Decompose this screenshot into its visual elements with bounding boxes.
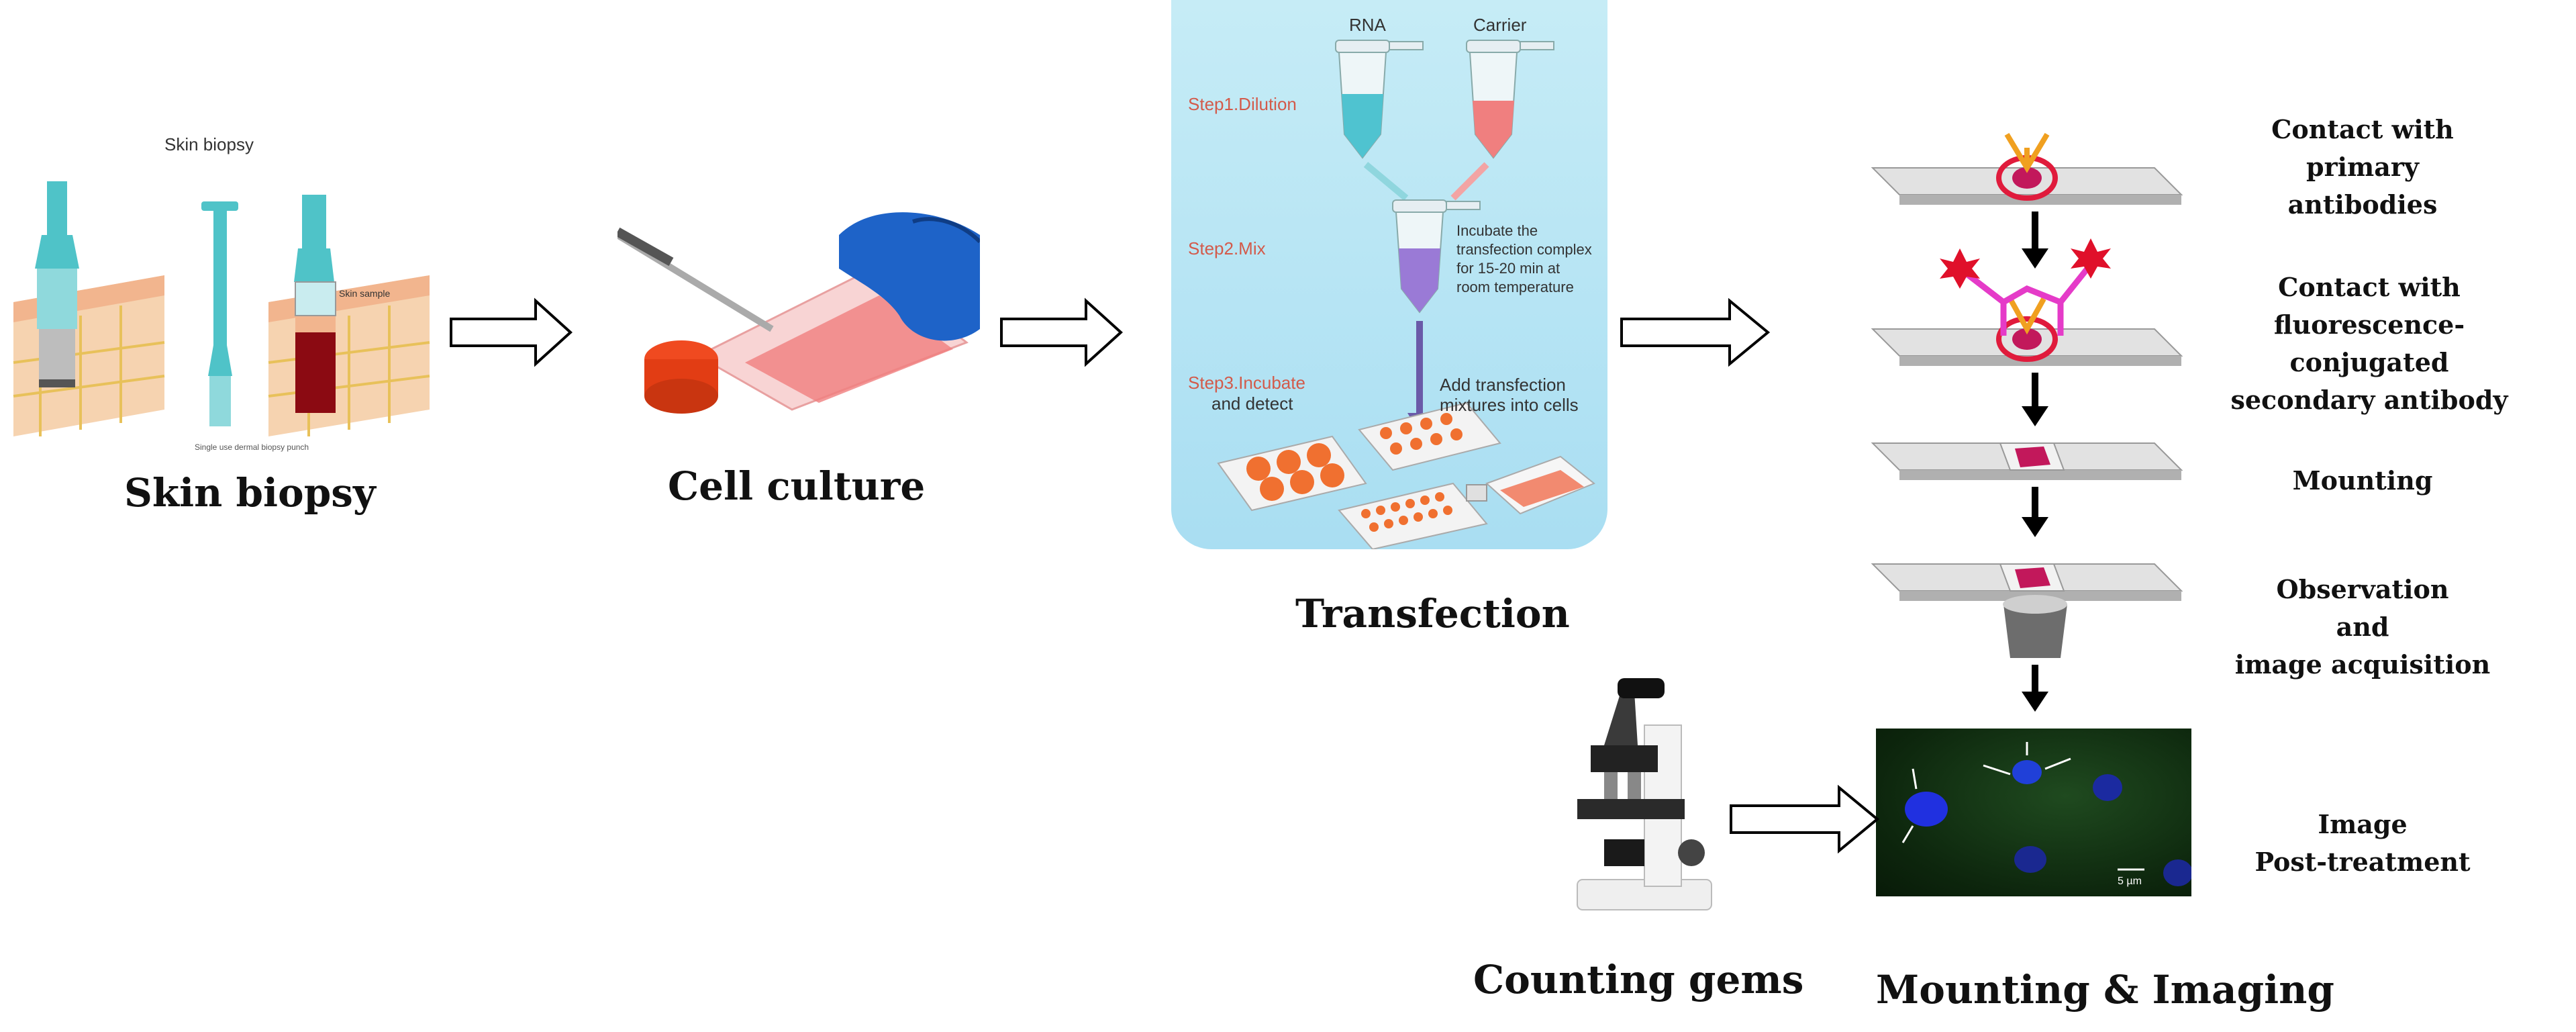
nucleus [2163, 859, 2191, 886]
culture-flask-small [1466, 455, 1595, 515]
step3-label-2: and detect [1211, 393, 1293, 414]
transfection-illustration [1217, 40, 1595, 549]
mix-tube [1392, 199, 1481, 314]
incubate-text: Incubate the transfection complex for 15… [1456, 222, 1592, 295]
transfection-panel: RNA Carrier Step1.Dilution Step2.Mix Ste… [1171, 0, 1607, 549]
arrow-culture-to-transfection [1000, 297, 1123, 367]
cell-culture-caption: Cell culture [668, 463, 926, 509]
skin-block-right [268, 275, 430, 436]
arrow-transfection-to-mounting [1620, 297, 1771, 367]
rna-label: RNA [1349, 15, 1386, 35]
skin-biopsy-title: Skin biopsy [164, 134, 254, 154]
fluorescence-image: 5 µm [1876, 729, 2191, 896]
step-label-primary: Contact with primary antibodies [2271, 114, 2454, 220]
nucleus [1905, 792, 1948, 827]
skin-block-left [13, 275, 165, 436]
punch-label: Single use dermal biopsy punch [195, 442, 309, 452]
objective-lens [2003, 604, 2067, 658]
microscope-photo [1577, 678, 1712, 910]
skin-biopsy-panel: Skin biopsy [0, 121, 443, 470]
rna-arrow [1363, 162, 1409, 201]
fluorophore-star-left [1940, 248, 1980, 289]
carrier-label: Carrier [1473, 15, 1527, 35]
scale-bar-label: 5 µm [2118, 876, 2142, 887]
well-plate-6 [1217, 435, 1367, 512]
skin-sample-label: Skin sample [339, 288, 390, 299]
well-plate-24 [1358, 402, 1501, 471]
slide-secondary-antibody [1871, 238, 2183, 366]
rna-tube [1335, 40, 1424, 159]
slide-primary-antibodies [1871, 132, 2183, 205]
arrow-counting-to-image [1730, 784, 1880, 854]
biopsy-punch-inserted [35, 181, 79, 387]
step-label-mounting: Mounting [2292, 465, 2433, 496]
mounting-steps-illustration [1871, 132, 2183, 712]
counting-caption: Counting gems [1473, 957, 1804, 1002]
mounting-imaging-caption: Mounting & Imaging [1876, 967, 2334, 1013]
step-label-post-treatment: Image Post-treatment [2255, 809, 2471, 877]
skin-biopsy-caption: Skin biopsy [124, 470, 376, 516]
biopsy-punch [201, 201, 238, 426]
well-plate-96 [1338, 482, 1488, 549]
slide-observation [1871, 563, 2183, 658]
step-label-observation: Observation and image acquisition [2234, 574, 2491, 679]
skin-biopsy-illustration: Skin sample Single use dermal biopsy pun… [13, 181, 430, 452]
nucleus [2012, 760, 2042, 784]
glove [839, 212, 980, 341]
step3-label-1: Step3.Incubate [1188, 373, 1305, 393]
carrier-arrow [1450, 162, 1489, 201]
nucleus [2014, 846, 2046, 873]
add-transfection-text: Add transfection mixtures into cells [1440, 375, 1579, 415]
slide-mounting [1871, 442, 2183, 480]
fluorophore-star-right [2071, 238, 2111, 279]
transfection-caption: Transfection [1295, 591, 1570, 637]
step2-label: Step2.Mix [1188, 238, 1266, 259]
biopsy-punch-sample [294, 195, 336, 316]
carrier-tube [1466, 40, 1554, 159]
cell-culture-photo [617, 195, 980, 436]
nucleus [2093, 774, 2122, 801]
arrow-biopsy-to-culture [450, 297, 573, 367]
step-label-secondary: Contact with fluorescence-conjugated sec… [2230, 272, 2508, 415]
step1-label: Step1.Dilution [1188, 94, 1297, 114]
